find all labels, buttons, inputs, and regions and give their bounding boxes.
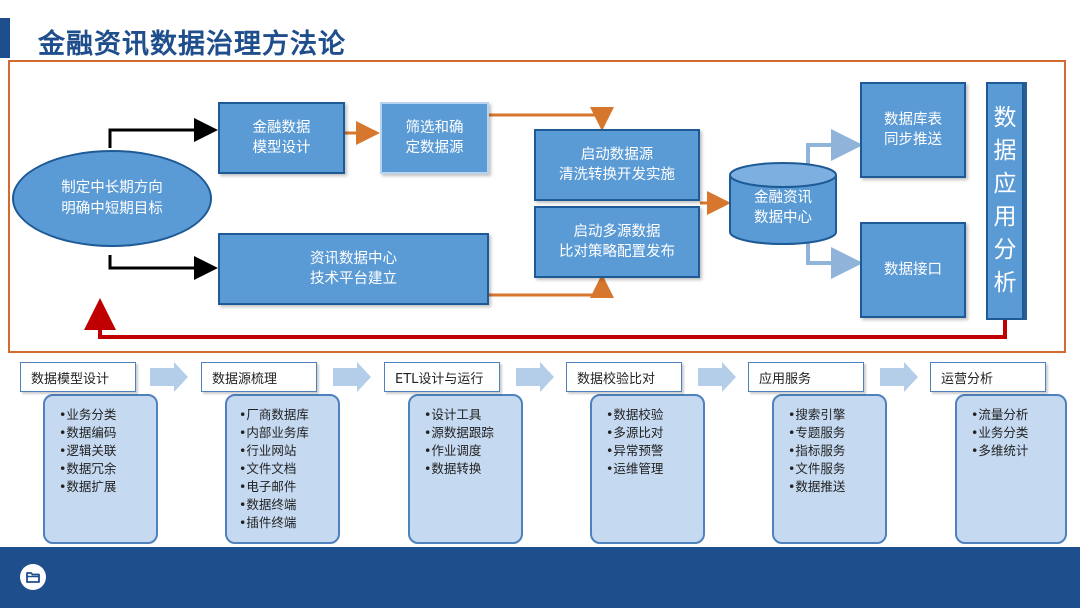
stage-item: •异常预警 (606, 443, 664, 458)
stage-item: •数据推送 (788, 479, 846, 494)
goal-ellipse: 制定中长期方向 明确中短期目标 (12, 150, 212, 247)
arrow-dc-to-api (806, 240, 863, 279)
stage-item: •流量分析 (971, 407, 1029, 422)
stage-item: •业务分类 (971, 425, 1029, 440)
title-accent-bar (0, 18, 10, 58)
stage-arrow-3 (516, 362, 554, 392)
stage-list-3: •设计工具 •源数据跟踪 •作业调度 •数据转换 (408, 394, 523, 544)
feedback-arrow (84, 298, 1007, 339)
platform-box: 资讯数据中心 技术平台建立 (218, 233, 489, 305)
stage-title-3: ETL设计与运行 (384, 362, 500, 392)
stage-item: •数据校验 (606, 407, 664, 422)
stage-item: •多源比对 (606, 425, 664, 440)
stage-item: •源数据跟踪 (424, 425, 494, 440)
stage-list-5: •搜索引擎 •专题服务 •指标服务 •文件服务 •数据推送 (772, 394, 887, 544)
app-analysis-char: 用 (993, 204, 1017, 230)
stage-item: •插件终端 (239, 515, 297, 530)
stage-item: •指标服务 (788, 443, 846, 458)
stage-title-1: 数据模型设计 (20, 362, 136, 392)
stage-item: •多维统计 (971, 443, 1029, 458)
stage-item: •厂商数据库 (239, 407, 309, 422)
stage-title-5: 应用服务 (748, 362, 864, 392)
stage-item: •搜索引擎 (788, 407, 846, 422)
process-frame (8, 60, 1066, 353)
stage-item: •专题服务 (788, 425, 846, 440)
arrow-dc-to-sync (806, 129, 863, 170)
model-design-box: 金融数据 模型设计 (218, 102, 345, 174)
stage-item: •运维管理 (606, 461, 664, 476)
stage-list-4: •数据校验 •多源比对 •异常预警 •运维管理 (590, 394, 705, 544)
stage-item: •数据编码 (59, 425, 117, 440)
arrow-platform-to-multi (489, 274, 614, 298)
filter-source-box: 筛选和确 定数据源 (380, 102, 489, 174)
stage-list-6: •流量分析 •业务分类 •多维统计 (955, 394, 1067, 544)
app-analysis-char: 析 (993, 270, 1017, 296)
stage-item: •业务分类 (59, 407, 117, 422)
data-api-box: 数据接口 (860, 222, 966, 318)
stage-item: •数据终端 (239, 497, 297, 512)
app-analysis-char: 据 (993, 138, 1017, 164)
stage-item: •文件文档 (239, 461, 297, 476)
stage-arrow-5 (880, 362, 918, 392)
stage-title-6: 运营分析 (930, 362, 1046, 392)
stage-item: •文件服务 (788, 461, 846, 476)
stage-item: •数据冗余 (59, 461, 117, 476)
stage-arrow-2 (333, 362, 371, 392)
stage-title-2: 数据源梳理 (201, 362, 317, 392)
app-analysis-char: 分 (993, 237, 1017, 263)
stage-arrow-4 (698, 362, 736, 392)
footer-bar (0, 547, 1080, 608)
stage-item: •数据扩展 (59, 479, 117, 494)
page-title: 金融资讯数据治理方法论 (38, 29, 346, 60)
stage-item: •作业调度 (424, 443, 482, 458)
stage-item: •内部业务库 (239, 425, 309, 440)
stage-arrow-1 (150, 362, 188, 392)
folder-icon[interactable] (20, 564, 46, 590)
stage-item: •行业网站 (239, 443, 297, 458)
stage-title-4: 数据校验比对 (566, 362, 682, 392)
stage-list-2: •厂商数据库 •内部业务库 •行业网站 •文件文档 •电子邮件 •数据终端 •插… (225, 394, 340, 544)
stage-item: •逻辑关联 (59, 443, 117, 458)
start-source-box: 启动数据源 清洗转换开发实施 (534, 129, 700, 201)
stage-list-1: •业务分类 •数据编码 •逻辑关联 •数据冗余 •数据扩展 (43, 394, 158, 544)
arrow-goal-to-platform (108, 255, 218, 280)
stage-item: •设计工具 (424, 407, 482, 422)
stage-item: •电子邮件 (239, 479, 297, 494)
db-sync-box: 数据库表 同步推送 (860, 82, 966, 178)
data-center-label: 金融资讯 数据中心 (754, 190, 812, 226)
app-analysis-box: 数 据 应 用 分 析 (986, 82, 1024, 320)
arrow-goal-to-model (108, 118, 218, 148)
stage-item: •数据转换 (424, 461, 482, 476)
app-analysis-char: 数 (993, 105, 1017, 131)
app-analysis-char: 应 (993, 171, 1017, 197)
multi-source-box: 启动多源数据 比对策略配置发布 (534, 206, 700, 278)
arrow-filter-to-start (489, 107, 614, 131)
